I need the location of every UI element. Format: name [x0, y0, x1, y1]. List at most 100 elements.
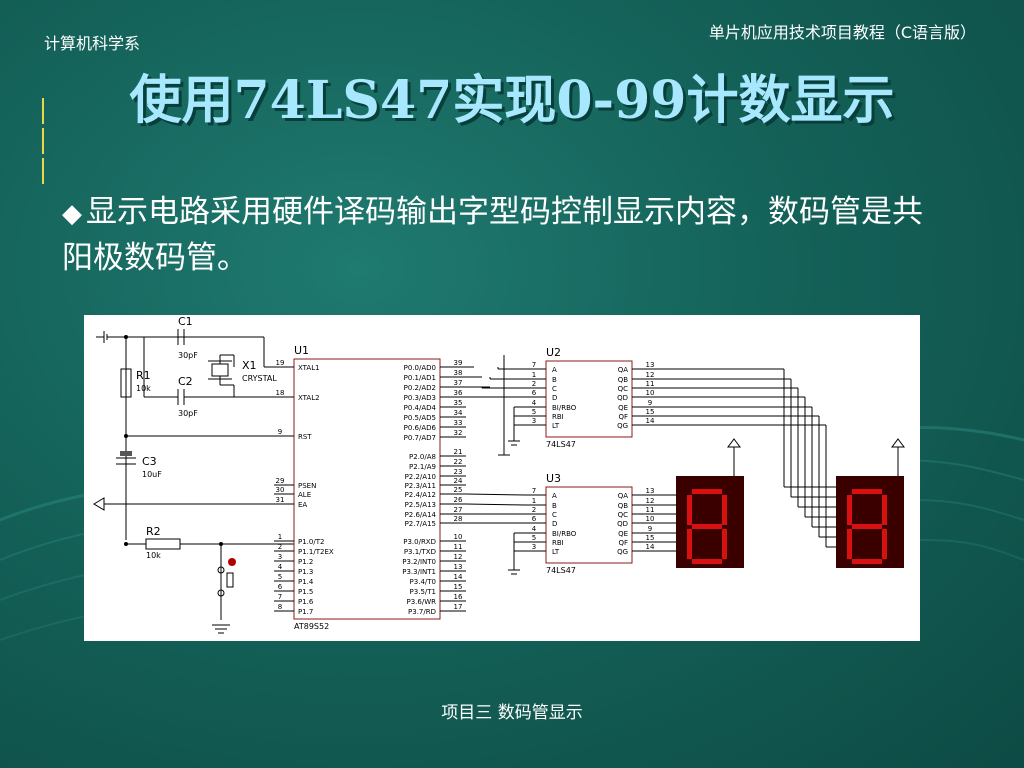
u1-pin-number: 15 [454, 583, 463, 591]
u1-pin-name: P3.6/WR [407, 598, 437, 606]
u2-pin-name: QC [618, 385, 629, 393]
u1-pin-number: 6 [278, 583, 283, 591]
u1-pin-number: 36 [454, 389, 463, 397]
u2-pin-name: QE [618, 404, 628, 412]
u1-pin-number: 14 [454, 573, 463, 581]
u3-pin-number: 9 [648, 525, 652, 533]
u1-pin-name: P1.6 [298, 598, 314, 606]
c1-ref: C1 [178, 315, 193, 328]
x1-ref: X1 [242, 359, 257, 372]
department-label: 计算机科学系 [44, 34, 141, 53]
u1-pin-name: P2.3/A11 [405, 482, 436, 490]
u1-pin-name: RST [298, 433, 312, 441]
u1-pin-name: PSEN [298, 482, 316, 490]
u1-pin-name: P3.5/T1 [410, 588, 436, 596]
u1-pin-number: 22 [454, 458, 463, 466]
u3-pin-name: QG [617, 548, 628, 556]
u2-pin-number: 5 [532, 408, 536, 416]
u3-pin-name: RBI [552, 539, 564, 547]
u1-pin-number: 11 [454, 543, 463, 551]
u3-pin-number: 14 [646, 543, 655, 551]
u1-pin-number: 18 [276, 389, 285, 397]
u3-pin-number: 3 [532, 543, 536, 551]
u1-pin-number: 25 [454, 486, 463, 494]
u1-pin-name: P2.7/A15 [405, 520, 436, 528]
u1-pin-number: 35 [454, 399, 463, 407]
x1-value: CRYSTAL [242, 374, 277, 383]
u1-pin-name: P1.2 [298, 558, 313, 566]
u1-pin-name: P1.3 [298, 568, 313, 576]
u1-pin-number: 8 [278, 603, 282, 611]
footer-text: 项目三 数码管显示 [441, 703, 583, 723]
bullet-text: 显示电路采用硬件译码输出字型码控制显示内容，数码管是共阳极数码管。 [62, 194, 923, 276]
u1-pin-name: P2.5/A13 [405, 501, 436, 509]
u3-pin-number: 6 [532, 515, 537, 523]
circuit-schematic: C1 30pF C2 30pF X1 CRYSTAL R1 10k C3 10u… [93, 315, 905, 634]
u1-ref: U1 [294, 344, 309, 357]
c1-value: 30pF [178, 351, 198, 360]
u2-pin-number: 12 [646, 371, 655, 379]
seven-segment-display-icon [836, 476, 904, 568]
u2-pin-name: D [552, 394, 557, 402]
u1-pin-name: P2.4/A12 [405, 491, 436, 499]
u2-pin-number: 2 [532, 380, 536, 388]
u3-pin-name: B [552, 502, 557, 510]
u2-pin-number: 6 [532, 389, 537, 397]
u1-pin-number: 28 [454, 515, 463, 523]
u2-pin-number: 7 [532, 361, 536, 369]
u1-pin-number: 7 [278, 593, 282, 601]
u3-pin-number: 1 [532, 497, 536, 505]
u1-pin-name: P0.4/AD4 [404, 404, 437, 412]
reset-button-icon [217, 566, 234, 597]
u3-pin-number: 15 [646, 534, 655, 542]
u1-pin-name: P3.7/RD [408, 608, 436, 616]
u1-pin-number: 21 [454, 448, 463, 456]
u1-pin-number: 37 [454, 379, 463, 387]
u1-pin-name: P1.5 [298, 588, 313, 596]
u1-pin-number: 17 [454, 603, 463, 611]
schematic-panel: C1 30pF C2 30pF X1 CRYSTAL R1 10k C3 10u… [84, 315, 920, 641]
u3-pin-name: BI/RBO [552, 530, 577, 538]
u2-part: 74LS47 [546, 440, 576, 449]
u1-pin-number: 12 [454, 553, 463, 561]
wire [465, 503, 527, 506]
slide-title: 使用74LS47实现0-99计数显示 [129, 70, 895, 131]
u2-pin-name: BI/RBO [552, 404, 577, 412]
u1-pin-name: P0.7/AD7 [404, 434, 436, 442]
u1-pin-number: 23 [454, 468, 463, 476]
u1-pin-number: 38 [454, 369, 463, 377]
seven-segment-display-icon [676, 476, 744, 568]
u2-pin-name: QA [618, 366, 629, 374]
u1-pin-number: 29 [276, 477, 285, 485]
u3-pin-number: 10 [646, 515, 655, 523]
c3-value: 10uF [142, 470, 162, 479]
u1-pin-number: 26 [454, 496, 463, 504]
u1-pin-number: 10 [454, 533, 463, 541]
u1-pin-name: P0.0/AD0 [404, 364, 436, 372]
title-decoration [42, 98, 45, 184]
u3-part: 74LS47 [546, 566, 576, 575]
u3-pin-name: D [552, 520, 557, 528]
u1-pin-name: P1.7 [298, 608, 313, 616]
u1-pin-name: P0.5/AD5 [404, 414, 436, 422]
u2-pin-number: 13 [646, 361, 655, 369]
u2-pin-number: 3 [532, 417, 536, 425]
u1-pin-name: P3.2/INT0 [402, 558, 436, 566]
ground-icon [93, 497, 105, 511]
u2-pin-name: B [552, 376, 557, 384]
bullet-point: ◆显示电路采用硬件译码输出字型码控制显示内容，数码管是共阳极数码管。 [62, 190, 942, 280]
u2-pin-name: QB [618, 376, 629, 384]
u1-pin-number: 16 [454, 593, 463, 601]
u1-pin-name: P3.3/INT1 [402, 568, 436, 576]
u3-pin-number: 5 [532, 534, 536, 542]
power-terminal-icon [96, 331, 108, 343]
u3-pin-number: 4 [532, 525, 537, 533]
u1-pin-number: 30 [276, 486, 285, 494]
c2-ref: C2 [178, 375, 193, 388]
u1-pin-number: 1 [278, 533, 282, 541]
u3-pin-number: 12 [646, 497, 655, 505]
u3-pin-name: LT [552, 548, 560, 556]
r2-ref: R2 [146, 525, 161, 538]
u1-pin-number: 19 [276, 359, 285, 367]
u3-pin-name: QE [618, 530, 628, 538]
